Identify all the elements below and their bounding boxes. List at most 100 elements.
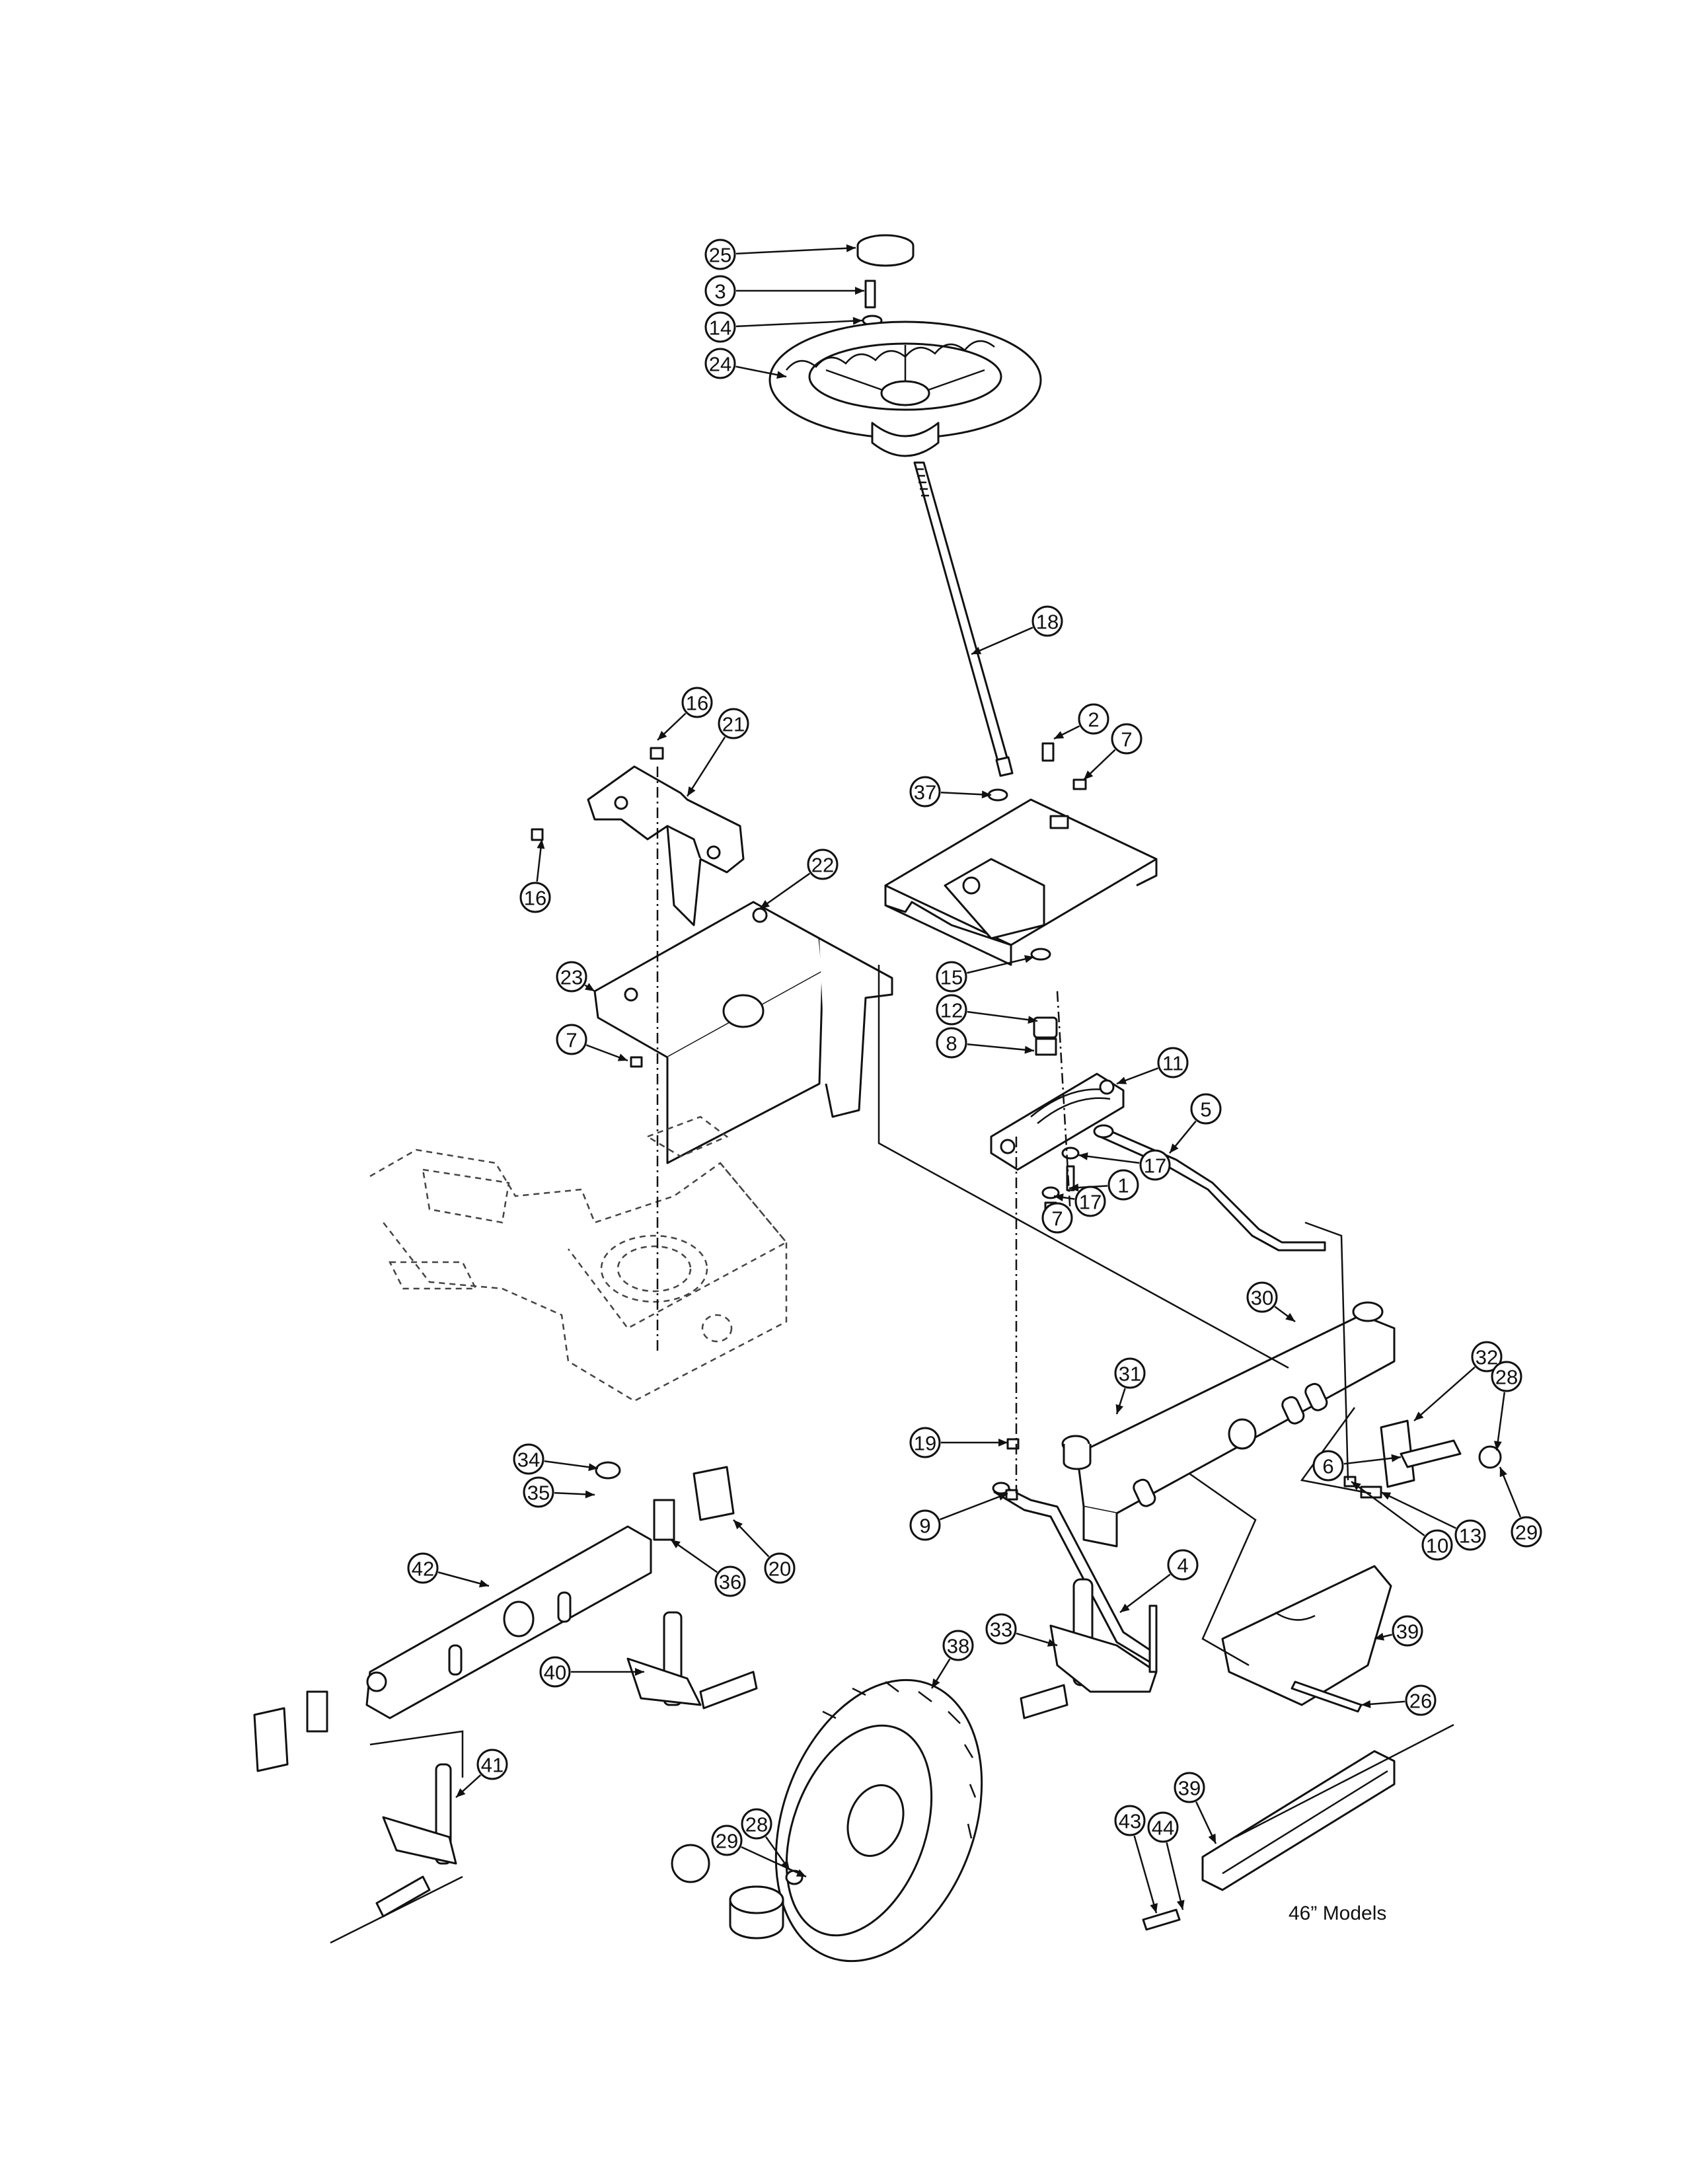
callout-arrowhead: [1351, 1482, 1361, 1491]
callout-number: 26: [1409, 1690, 1432, 1713]
callout-circle: [1421, 1529, 1453, 1561]
callout-arrowhead: [1054, 1193, 1064, 1201]
callout-number: 37: [914, 781, 936, 804]
callout-circle: [556, 1024, 587, 1055]
callout-number: 22: [811, 854, 834, 877]
callout-arrowhead: [932, 1678, 940, 1688]
callout-31: 31: [1114, 1357, 1146, 1415]
callout-circle: [1454, 1519, 1486, 1551]
callout-number: 23: [560, 966, 583, 989]
callout-23: 23: [556, 961, 595, 993]
callout-leader: [670, 1538, 718, 1573]
callout-circle: [936, 961, 967, 993]
callout-arrowhead: [1024, 955, 1034, 963]
callout-30: 30: [1246, 1281, 1296, 1323]
callout-number: 17: [1079, 1191, 1102, 1214]
callout-arrowhead: [1078, 1152, 1088, 1160]
callout-19: 19: [909, 1427, 1008, 1458]
callout-number: 41: [481, 1754, 504, 1777]
callout-blank: [671, 1844, 710, 1883]
callout-number: 40: [544, 1661, 566, 1684]
callout-32: 32: [1413, 1341, 1503, 1421]
steering-bracket: [884, 798, 1158, 966]
callout-arrowhead: [537, 839, 545, 849]
front-axle: [1076, 1301, 1396, 1548]
callout-number: 14: [709, 317, 731, 340]
callout-arrowhead: [1024, 1045, 1034, 1054]
callout-7: 7: [1083, 723, 1142, 780]
callout-arrowhead: [584, 983, 595, 991]
callout-arrowhead: [617, 1053, 628, 1061]
callout-33: 33: [985, 1613, 1058, 1647]
callout-37: 37: [909, 776, 992, 808]
callout-number: 32: [1476, 1346, 1498, 1369]
callout-16: 16: [519, 839, 551, 913]
callout-number: 20: [768, 1558, 791, 1581]
callout-leader: [741, 1846, 807, 1878]
callout-15: 15: [936, 955, 1035, 993]
callout-number: 19: [914, 1432, 936, 1455]
callout-circle: [1147, 1811, 1179, 1843]
callout-number: 11: [1162, 1052, 1183, 1075]
callout-43: 43: [1114, 1805, 1158, 1914]
steering-pinion: [1033, 1016, 1058, 1056]
steering-sector-gear: [990, 1073, 1125, 1171]
callout-arrowhead: [1391, 1454, 1401, 1462]
callout-arrowhead: [776, 371, 786, 379]
callout-arrowhead: [1150, 1902, 1158, 1913]
bushing-left: [253, 1690, 328, 1772]
callout-circle: [704, 275, 736, 307]
callout-38: 38: [930, 1630, 974, 1689]
bushing-20: [693, 1466, 735, 1521]
callout-number: 3: [714, 280, 726, 303]
callout-arrowhead: [997, 1493, 1008, 1501]
callout-9: 9: [909, 1492, 1008, 1541]
callout-17: 17: [1053, 1186, 1106, 1217]
callout-1: 1: [1068, 1169, 1139, 1201]
callout-7: 7: [1041, 1202, 1073, 1234]
callout-arrowhead: [687, 786, 696, 796]
alignment-lines: [330, 767, 1454, 1944]
hardware: [531, 742, 1382, 1885]
callout-24: 24: [704, 348, 787, 379]
callout-arrowhead: [1285, 1312, 1295, 1322]
callout-arrowhead: [1069, 1184, 1079, 1192]
callout-leader: [967, 1010, 1038, 1022]
callout-circle: [718, 708, 749, 739]
callout-number: 7: [1051, 1207, 1063, 1230]
callout-number: 16: [524, 887, 546, 910]
callout-leader: [1166, 1842, 1184, 1910]
callout-circle: [476, 1749, 508, 1780]
tractor-frame: [369, 1115, 788, 1402]
callout-arrowhead: [1170, 1143, 1179, 1153]
callout-layer: 2531424181621162223727371512811517117730…: [407, 239, 1542, 1914]
callout-11: 11: [1116, 1047, 1189, 1085]
steering-cap: [856, 234, 915, 267]
callout-number: 42: [412, 1558, 434, 1581]
front-tire: [774, 1678, 983, 1963]
callout-number: 21: [722, 713, 745, 736]
callout-leader: [1119, 1573, 1171, 1613]
callout-13: 13: [1380, 1491, 1486, 1551]
callout-36: 36: [670, 1538, 746, 1597]
callout-circle: [711, 1825, 743, 1856]
callout-34: 34: [513, 1443, 599, 1475]
callout-16: 16: [657, 687, 713, 741]
callout-44: 44: [1147, 1811, 1185, 1910]
callout-circle: [1246, 1281, 1278, 1313]
callout-circle: [1174, 1772, 1205, 1803]
callout-arrowhead: [971, 646, 982, 654]
callout-leader: [1380, 1491, 1456, 1529]
callout-number: 28: [1495, 1366, 1518, 1389]
callout-number: 13: [1459, 1525, 1481, 1548]
callout-leader: [735, 319, 863, 328]
callout-circle: [523, 1476, 554, 1508]
callout-number: 4: [1177, 1554, 1188, 1577]
callout-42: 42: [407, 1552, 490, 1588]
callout-arrowhead: [1047, 1639, 1057, 1647]
callout-leader: [939, 1492, 1008, 1521]
dash-bracket: [587, 765, 745, 926]
callout-arrowhead: [657, 731, 667, 740]
callout-circle: [407, 1552, 439, 1584]
